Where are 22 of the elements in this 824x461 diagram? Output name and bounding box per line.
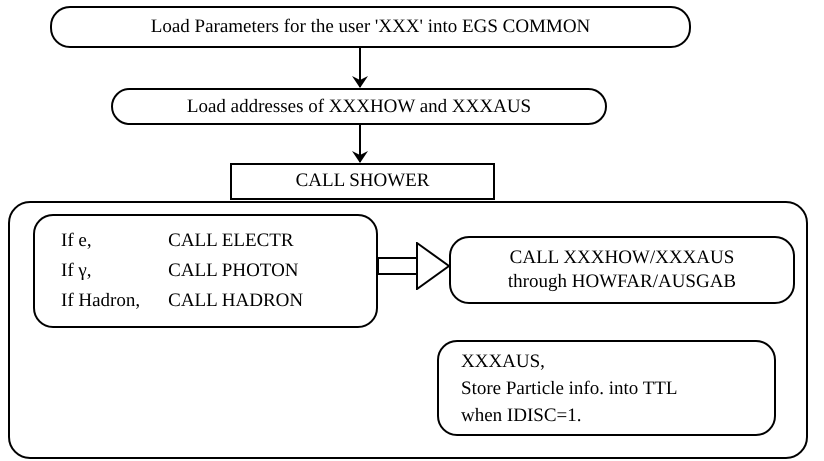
note-text: when IDISC=1.: [461, 404, 582, 428]
process-box: [437, 340, 776, 436]
action-text: CALL ELECTR: [168, 229, 295, 253]
action-text: CALL PHOTON: [168, 259, 300, 283]
heading-tab: CALL SHOWER: [230, 163, 495, 200]
node-text: Load addresses of XXXHOW and XXXAUS: [186, 94, 532, 118]
condition-text: If Hadron,: [61, 289, 140, 313]
process-box: [50, 6, 691, 48]
process-box: [33, 214, 378, 328]
arrow: [352, 125, 368, 163]
node-text: Load Parameters for the user 'XXX' into EGS COMMON: [150, 15, 590, 39]
block-arrow: [378, 242, 450, 290]
process-box: [111, 88, 607, 125]
node-text: through HOWFAR/AUSGAB: [508, 270, 736, 294]
process-box: [449, 236, 795, 304]
note-text: XXXAUS,: [461, 350, 546, 374]
arrow: [352, 48, 368, 88]
note-text: Store Particle info. into TTL: [461, 376, 679, 400]
action-text: CALL HADRON: [168, 289, 304, 313]
condition-text: If e,: [61, 229, 93, 253]
node-text: CALL XXXHOW/XXXAUS: [510, 246, 734, 270]
condition-text: If γ,: [61, 259, 93, 283]
